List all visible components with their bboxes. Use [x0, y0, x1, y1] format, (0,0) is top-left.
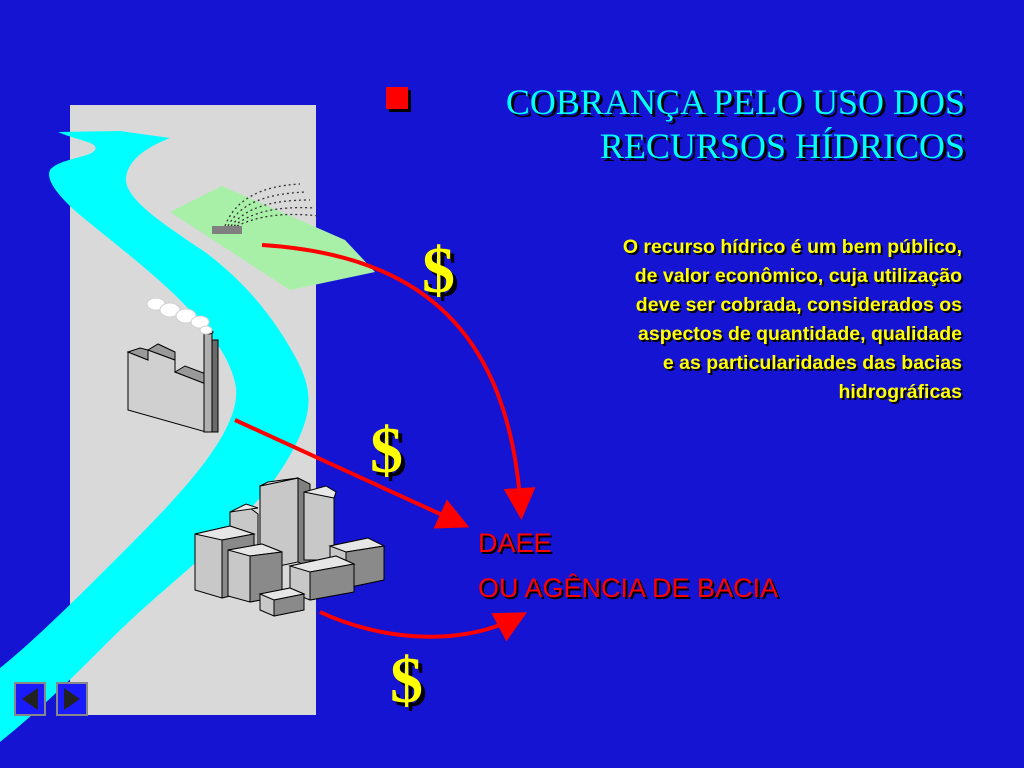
previous-slide-button[interactable]	[14, 682, 46, 716]
title-line-2: RECURSOS HÍDRICOS	[599, 126, 965, 166]
description-line-5: e as particularidades das bacias	[662, 352, 962, 374]
description-line-6: hidrográficas	[838, 381, 962, 403]
title-bullet-icon	[386, 87, 408, 109]
slide-title: COBRANÇA PELO USO DOS RECURSOS HÍDRICOS	[340, 80, 965, 168]
smoke-icon	[146, 297, 213, 335]
description-text: O recurso hídrico é um bem público, de v…	[470, 233, 962, 407]
next-slide-button[interactable]	[56, 682, 88, 716]
city-buildings-icon	[194, 477, 386, 617]
irrigated-field-icon	[170, 186, 375, 290]
sprinkler-icon	[224, 183, 321, 227]
triangle-right-icon	[64, 688, 80, 710]
dollar-sign-factory: $	[370, 414, 403, 487]
description-line-1: O recurso hídrico é um bem público,	[622, 236, 962, 258]
description-line-3: deve ser cobrada, considerados os	[635, 294, 962, 316]
arrow-from-city	[319, 610, 528, 642]
dollar-sign-field: $	[422, 234, 455, 307]
factory-icon	[126, 329, 219, 433]
target-line-2: OU AGÊNCIA DE BACIA	[478, 573, 779, 603]
payment-target: DAEE OU AGÊNCIA DE BACIA	[478, 521, 778, 611]
sprinkler-base	[212, 226, 242, 234]
arrow-from-field	[261, 243, 536, 520]
triangle-left-icon	[22, 688, 38, 710]
description-line-2: de valor econômico, cuja utilização	[634, 265, 962, 287]
title-line-1: COBRANÇA PELO USO DOS	[505, 82, 965, 122]
target-line-1: DAEE	[478, 528, 552, 558]
dollar-sign-city: $	[390, 644, 423, 717]
river-icon	[0, 131, 309, 742]
description-line-4: aspectos de quantidade, qualidade	[638, 323, 962, 345]
arrow-from-factory	[234, 418, 470, 529]
